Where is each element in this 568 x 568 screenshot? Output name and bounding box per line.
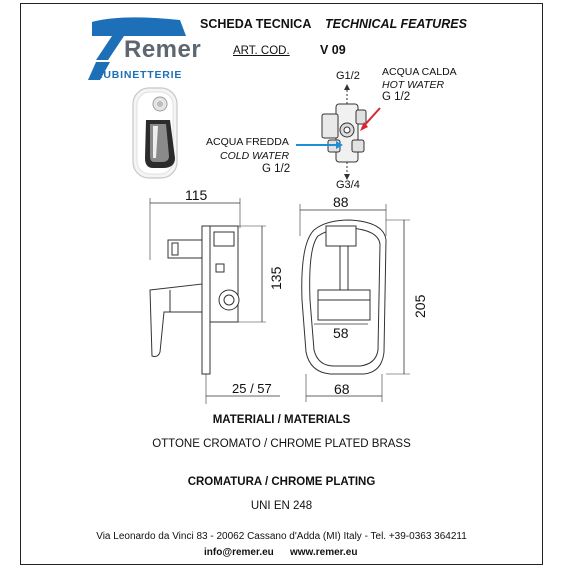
title-english: TECHNICAL FEATURES (325, 17, 467, 31)
hot-water-size: G 1/2 (382, 91, 411, 103)
logo-wordmark: Remer (124, 36, 202, 63)
cold-water-arrow (296, 141, 343, 149)
cold-water-label-en: COLD WATER (220, 150, 290, 162)
materials-title: MATERIALI / MATERIALS (212, 414, 351, 426)
product-photo (132, 87, 178, 179)
technical-sheet (20, 3, 543, 565)
dim-side-depth: 115 (185, 187, 208, 203)
hot-water-label-it: ACQUA CALDA (382, 66, 457, 78)
footer-address: Via Leonardo da Vinci 83 - 20062 Cassano… (96, 531, 467, 542)
materials-value: OTTONE CROMATO / CHROME PLATED BRASS (152, 438, 411, 450)
dim-front-bottom: 68 (334, 381, 350, 397)
mixer-body-diagram (321, 84, 367, 180)
front-view-drawing (299, 204, 410, 402)
dim-side-height: 135 (268, 266, 284, 290)
top-port-label: G1/2 (336, 70, 360, 82)
bottom-port-label: G3/4 (336, 179, 360, 191)
hot-water-arrow (360, 107, 381, 131)
hot-water-label-en: HOT WATER (382, 79, 445, 91)
dim-front-inner: 58 (333, 325, 349, 341)
side-view-drawing (149, 198, 280, 404)
dim-side-wall: 25 / 57 (232, 381, 272, 396)
article-code-label: ART. COD. (233, 45, 290, 57)
title-italian: SCHEDA TECNICA (200, 17, 312, 31)
dim-front-height: 205 (412, 294, 428, 318)
cold-water-size: G 1/2 (262, 163, 291, 175)
article-code-value: V 09 (320, 43, 346, 57)
footer-email[interactable]: info@remer.eu (204, 547, 274, 558)
plating-title: CROMATURA / CHROME PLATING (187, 476, 376, 488)
footer-website[interactable]: www.remer.eu (290, 547, 358, 558)
dim-front-width: 88 (333, 194, 349, 210)
cold-water-label-it: ACQUA FREDDA (206, 136, 289, 148)
logo-mark (88, 17, 186, 80)
plating-value: UNI EN 248 (250, 500, 313, 512)
logo-tagline: RUBINETTERIE (95, 69, 183, 81)
